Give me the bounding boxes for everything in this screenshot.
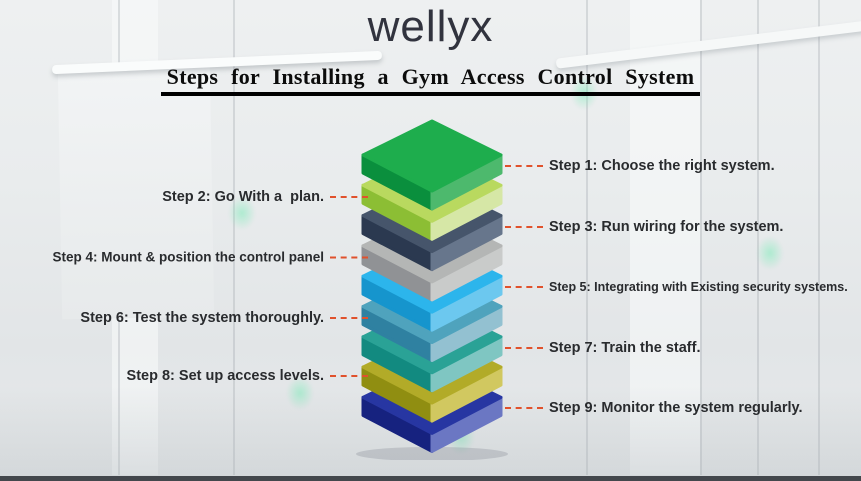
title-container: Steps for Installing a Gym Access Contro… (0, 64, 861, 96)
step-5-label: Step 5: Integrating with Existing securi… (549, 280, 848, 294)
step-6-row: Step 6: Test the system thoroughly. (80, 310, 368, 326)
step-7-label: Step 7: Train the staff. (549, 340, 701, 356)
connector-line (505, 165, 543, 167)
stack-shadow (356, 447, 508, 460)
glass-edge (700, 0, 702, 475)
layer-stack-diagram (356, 119, 508, 460)
connector-line (330, 256, 368, 258)
glass-edge (586, 0, 588, 475)
step-8-row: Step 8: Set up access levels. (127, 368, 368, 384)
step-5-row: Step 5: Integrating with Existing securi… (505, 280, 848, 294)
step-2-row: Step 2: Go With a plan. (162, 189, 368, 205)
glass-edge (233, 0, 235, 475)
step-1-label: Step 1: Choose the right system. (549, 158, 775, 174)
green-indicator-light (756, 236, 784, 270)
step-7-row: Step 7: Train the staff. (505, 340, 700, 356)
connector-line (505, 407, 543, 409)
step-3-row: Step 3: Run wiring for the system. (505, 219, 783, 235)
wellyx-logo: wellyx (367, 2, 494, 51)
glass-panel (630, 0, 700, 475)
green-indicator-light (286, 376, 314, 410)
bottom-dark-strip (0, 476, 861, 481)
connector-line (330, 375, 368, 377)
step-4-row: Step 4: Mount & position the control pan… (52, 249, 368, 265)
stack-layer-1-top-face (361, 119, 503, 193)
step-1-row: Step 1: Choose the right system. (505, 158, 775, 174)
step-8-label: Step 8: Set up access levels. (126, 368, 324, 384)
connector-line (505, 347, 543, 349)
step-2-label: Step 2: Go With a plan. (162, 189, 324, 205)
connector-line (505, 286, 543, 288)
step-3-label: Step 3: Run wiring for the system. (549, 219, 784, 235)
step-9-row: Step 9: Monitor the system regularly. (505, 400, 803, 416)
step-6-label: Step 6: Test the system thoroughly. (80, 310, 324, 326)
connector-line (505, 226, 543, 228)
step-9-label: Step 9: Monitor the system regularly. (549, 400, 803, 416)
connector-line (330, 317, 368, 319)
connector-line (330, 196, 368, 198)
glass-edge (818, 0, 820, 475)
page-title: Steps for Installing a Gym Access Contro… (160, 64, 701, 96)
green-indicator-light (228, 196, 256, 230)
step-4-label: Step 4: Mount & position the control pan… (52, 249, 325, 265)
